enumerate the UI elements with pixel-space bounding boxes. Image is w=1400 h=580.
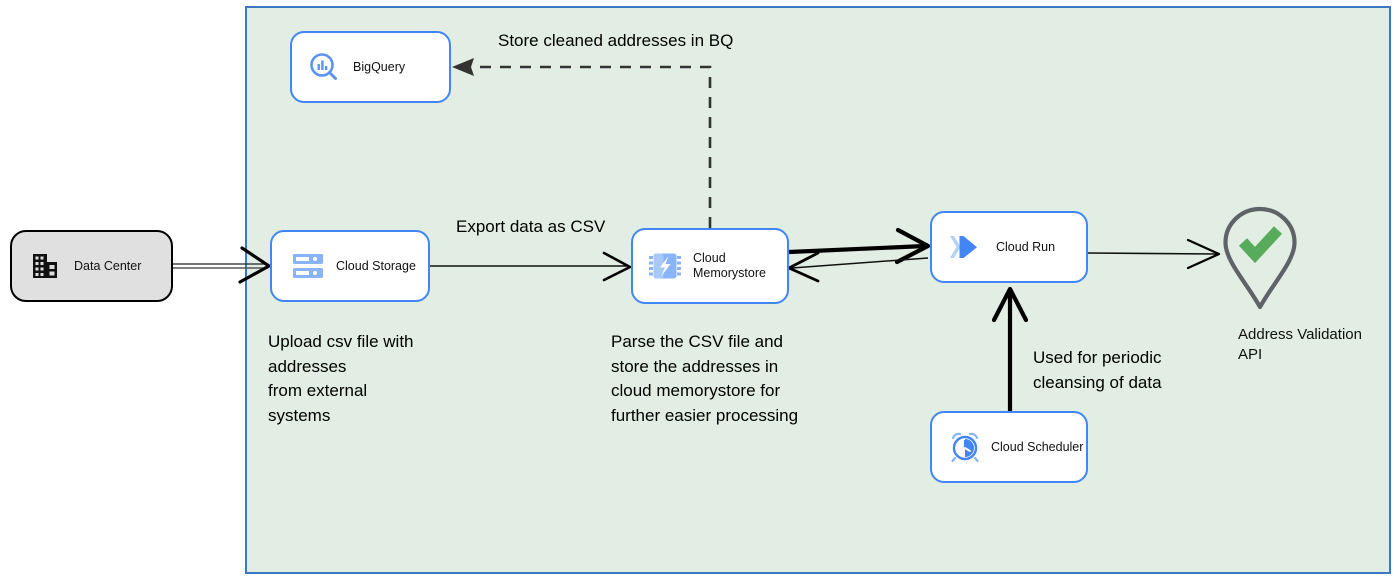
- node-label-data-center: Data Center: [74, 258, 142, 273]
- node-cloud-run[interactable]: Cloud Run: [930, 211, 1088, 283]
- node-data-center[interactable]: Data Center: [10, 230, 173, 302]
- cloud-run-chevrons-icon: [946, 231, 982, 263]
- node-label-cloud-scheduler: Cloud Scheduler: [991, 439, 1084, 454]
- node-label-cloud-run: Cloud Run: [996, 239, 1056, 254]
- edge-label-store-cleaned: Store cleaned addresses in BQ: [498, 31, 734, 50]
- note-parse-csv: Parse the CSV file and store the address…: [611, 332, 799, 425]
- note-upload-csv: Upload csv file with addresses from exte…: [268, 332, 414, 425]
- node-label-bigquery: BigQuery: [353, 59, 406, 74]
- node-bigquery[interactable]: BigQuery: [290, 31, 451, 103]
- node-label-cloud-storage: Cloud Storage: [336, 258, 416, 273]
- cloud-scheduler-alarm-clock-icon: [949, 431, 981, 463]
- data-center-building-icon: [30, 251, 60, 281]
- cloud-memorystore-chip-icon: [649, 250, 681, 282]
- edge-label-export-csv: Export data as CSV: [456, 217, 606, 236]
- map-pin-check-icon: [1223, 206, 1297, 310]
- node-cloud-memorystore[interactable]: Cloud Memorystore: [631, 228, 789, 304]
- bigquery-magnifier-icon: [308, 51, 340, 83]
- cloud-storage-buckets-icon: [292, 251, 324, 281]
- edge-label-periodic-cleansing: Used for periodic cleansing of data: [1033, 348, 1162, 392]
- node-cloud-scheduler[interactable]: Cloud Scheduler: [930, 411, 1088, 483]
- label-address-validation-api: Address Validation API: [1238, 326, 1362, 363]
- node-cloud-storage[interactable]: Cloud Storage: [270, 230, 430, 302]
- node-address-validation-api[interactable]: [1219, 206, 1301, 311]
- node-label-cloud-memorystore: Cloud Memorystore: [693, 251, 766, 280]
